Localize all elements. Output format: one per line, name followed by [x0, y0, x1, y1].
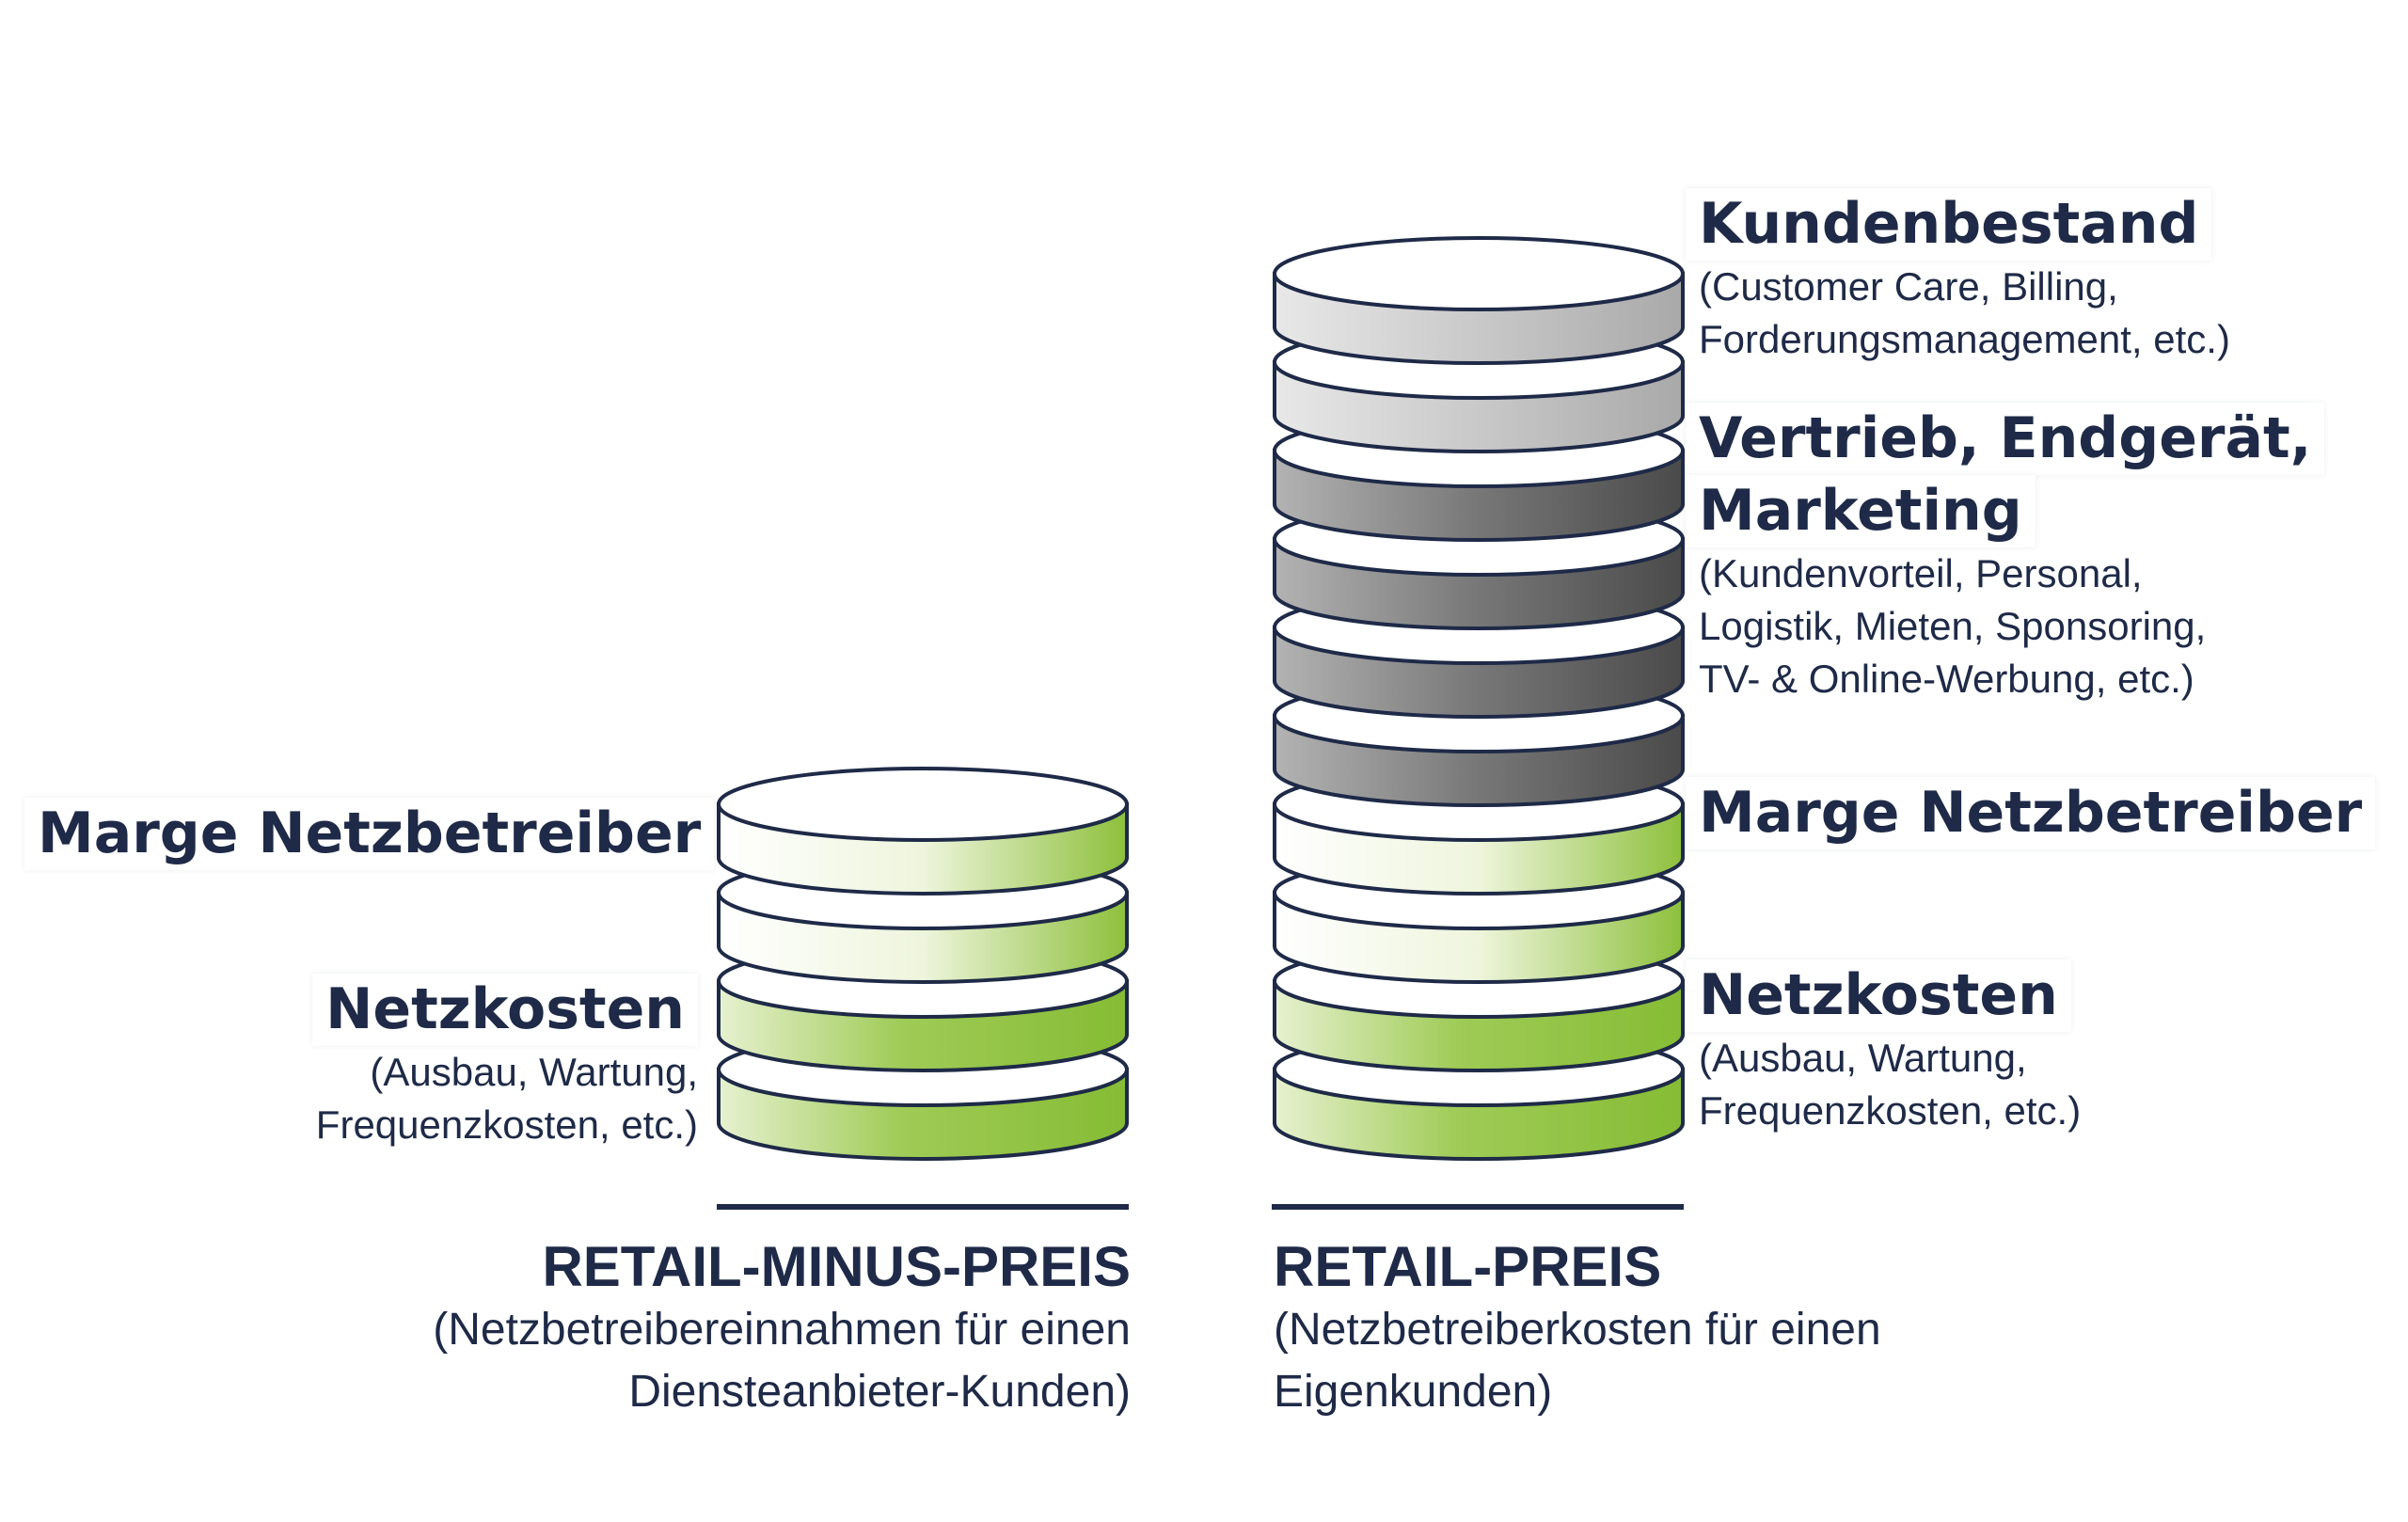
- right-vertrieb-label-2: Marketing: [1686, 475, 2036, 548]
- stack-retail-minus: [717, 767, 1129, 1161]
- right-kundenbestand-label: Kundenbestand: [1686, 188, 2212, 262]
- right-vertrieb-sub-1: (Kundenvorteil, Personal,: [1699, 551, 2143, 596]
- left-netzkosten-label: Netzkosten: [312, 974, 698, 1047]
- right-netzkosten-sub-1: (Ausbau, Wartung,: [1699, 1036, 2027, 1081]
- left-marge-label: Marge Netzbetreiber: [24, 798, 715, 871]
- right-kundenbestand-sub-2: Forderungsmanagement, etc.): [1699, 317, 2230, 362]
- right-kundenbestand-group: Kundenbestand (Customer Care, Billing, F…: [1686, 188, 2230, 366]
- left-netzkosten-sub-2: Frequenzkosten, etc.): [315, 1102, 698, 1148]
- right-netzkosten-label: Netzkosten: [1686, 959, 2071, 1033]
- right-caption-group: RETAIL-PREIS (Netzbetreiberkosten für ei…: [1274, 1234, 1881, 1423]
- right-netzkosten-group: Netzkosten (Ausbau, Wartung, Frequenzkos…: [1686, 959, 2082, 1137]
- right-kundenbestand-sub-1: (Customer Care, Billing,: [1699, 264, 2118, 309]
- right-disc-light-1: [1273, 236, 1685, 365]
- right-vertrieb-label-1: Vertrieb, Endgerät,: [1686, 403, 2325, 476]
- right-vertrieb-sub-2: Logistik, Mieten, Sponsoring,: [1699, 604, 2207, 649]
- right-caption-2: Eigenkunden): [1274, 1367, 1553, 1418]
- left-caption-2: Diensteanbieter-Kunden): [628, 1367, 1131, 1418]
- left-title: RETAIL-MINUS-PREIS: [542, 1235, 1131, 1298]
- right-caption-1: (Netzbetreiberkosten für einen: [1274, 1305, 1881, 1355]
- left-caption-group: RETAIL-MINUS-PREIS (Netzbetreibereinnahm…: [433, 1234, 1131, 1423]
- stack-retail: [1273, 236, 1685, 1161]
- right-marge-label: Marge Netzbetreiber: [1686, 777, 2376, 850]
- left-netzkosten-group: Netzkosten (Ausbau, Wartung, Frequenzkos…: [312, 974, 698, 1151]
- right-netzkosten-sub-2: Frequenzkosten, etc.): [1699, 1088, 2082, 1134]
- right-vertrieb-sub-3: TV- & Online-Werbung, etc.): [1699, 657, 2194, 702]
- right-title: RETAIL-PREIS: [1274, 1235, 1662, 1298]
- right-vertrieb-group: Vertrieb, Endgerät, Marketing (Kundenvor…: [1686, 403, 2325, 706]
- left-netzkosten-sub-1: (Ausbau, Wartung,: [370, 1050, 698, 1095]
- left-disc-margin-1: [717, 767, 1129, 896]
- left-caption-1: (Netzbetreibereinnahmen für einen: [433, 1305, 1131, 1355]
